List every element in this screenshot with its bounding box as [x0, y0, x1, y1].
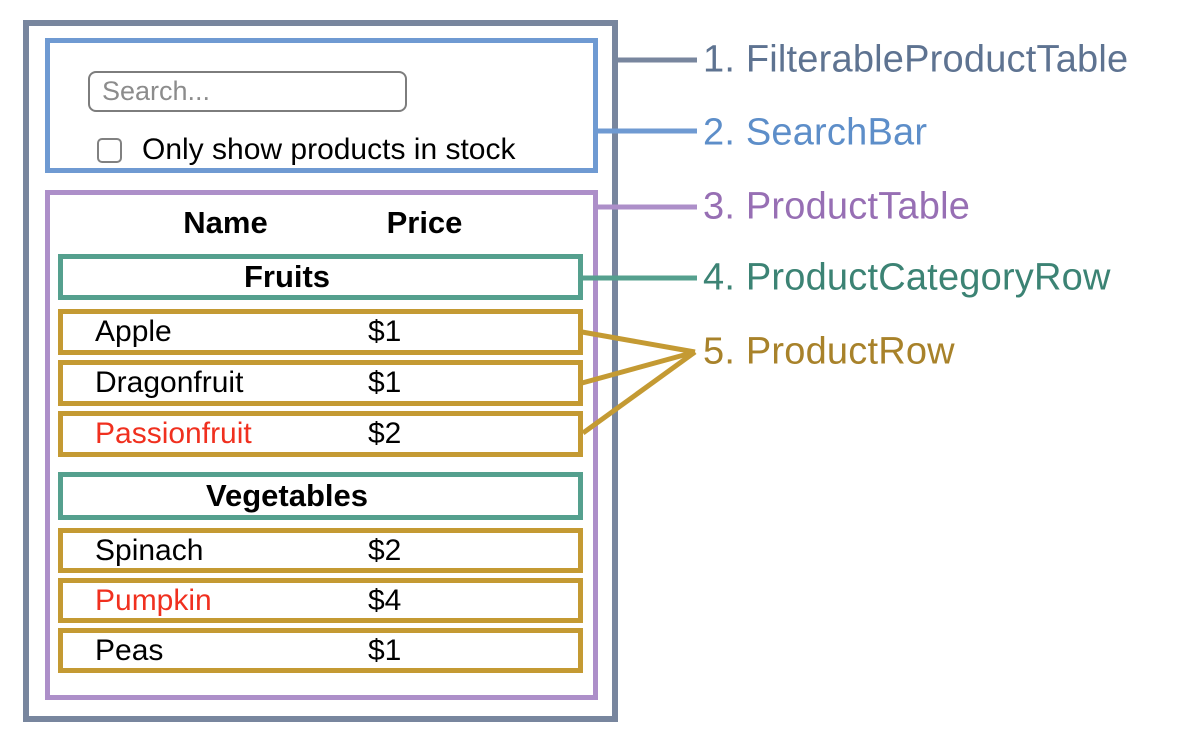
legend-item-1: 1. FilterableProductTable: [703, 38, 1129, 81]
legend-item-3: 3. ProductTable: [703, 185, 971, 228]
product-price: $4: [368, 583, 402, 617]
product-name: Peas: [95, 633, 164, 667]
product-price: $2: [368, 417, 402, 450]
product-price: $1: [368, 366, 402, 399]
product-name: Passionfruit: [95, 417, 252, 450]
stock-checkbox-label: Only show products in stock: [142, 133, 516, 166]
product-name: Apple: [95, 315, 172, 348]
category-label: Fruits: [243, 259, 331, 294]
category-row-vegetables: Vegetables: [58, 472, 583, 520]
product-name: Spinach: [95, 533, 204, 567]
legend-item-4: 4. ProductCategoryRow: [703, 256, 1111, 299]
stock-filter-row: Only show products in stock: [97, 133, 516, 167]
table-header-row: Name Price: [88, 205, 486, 240]
search-bar-box: Only show products in stock: [45, 38, 598, 173]
product-row-dragonfruit: Dragonfruit $1: [58, 360, 583, 406]
product-row-passionfruit: Passionfruit $2: [58, 411, 583, 457]
product-price: $1: [368, 633, 402, 667]
product-name: Pumpkin: [95, 583, 212, 617]
column-header-price: Price: [386, 205, 463, 240]
product-row-peas: Peas $1: [58, 628, 583, 673]
stock-checkbox[interactable]: [97, 137, 122, 163]
legend-item-5: 5. ProductRow: [703, 330, 955, 373]
column-header-name: Name: [183, 205, 268, 240]
category-label: Vegetables: [206, 478, 368, 513]
product-price: $2: [368, 533, 402, 567]
product-row-spinach: Spinach $2: [58, 528, 583, 573]
product-row-apple: Apple $1: [58, 309, 583, 355]
product-row-pumpkin: Pumpkin $4: [58, 578, 583, 623]
product-name: Dragonfruit: [95, 366, 244, 399]
search-input[interactable]: [88, 71, 407, 112]
legend-item-2: 2. SearchBar: [703, 111, 928, 154]
product-price: $1: [368, 315, 402, 348]
category-row-fruits: Fruits: [58, 254, 583, 300]
